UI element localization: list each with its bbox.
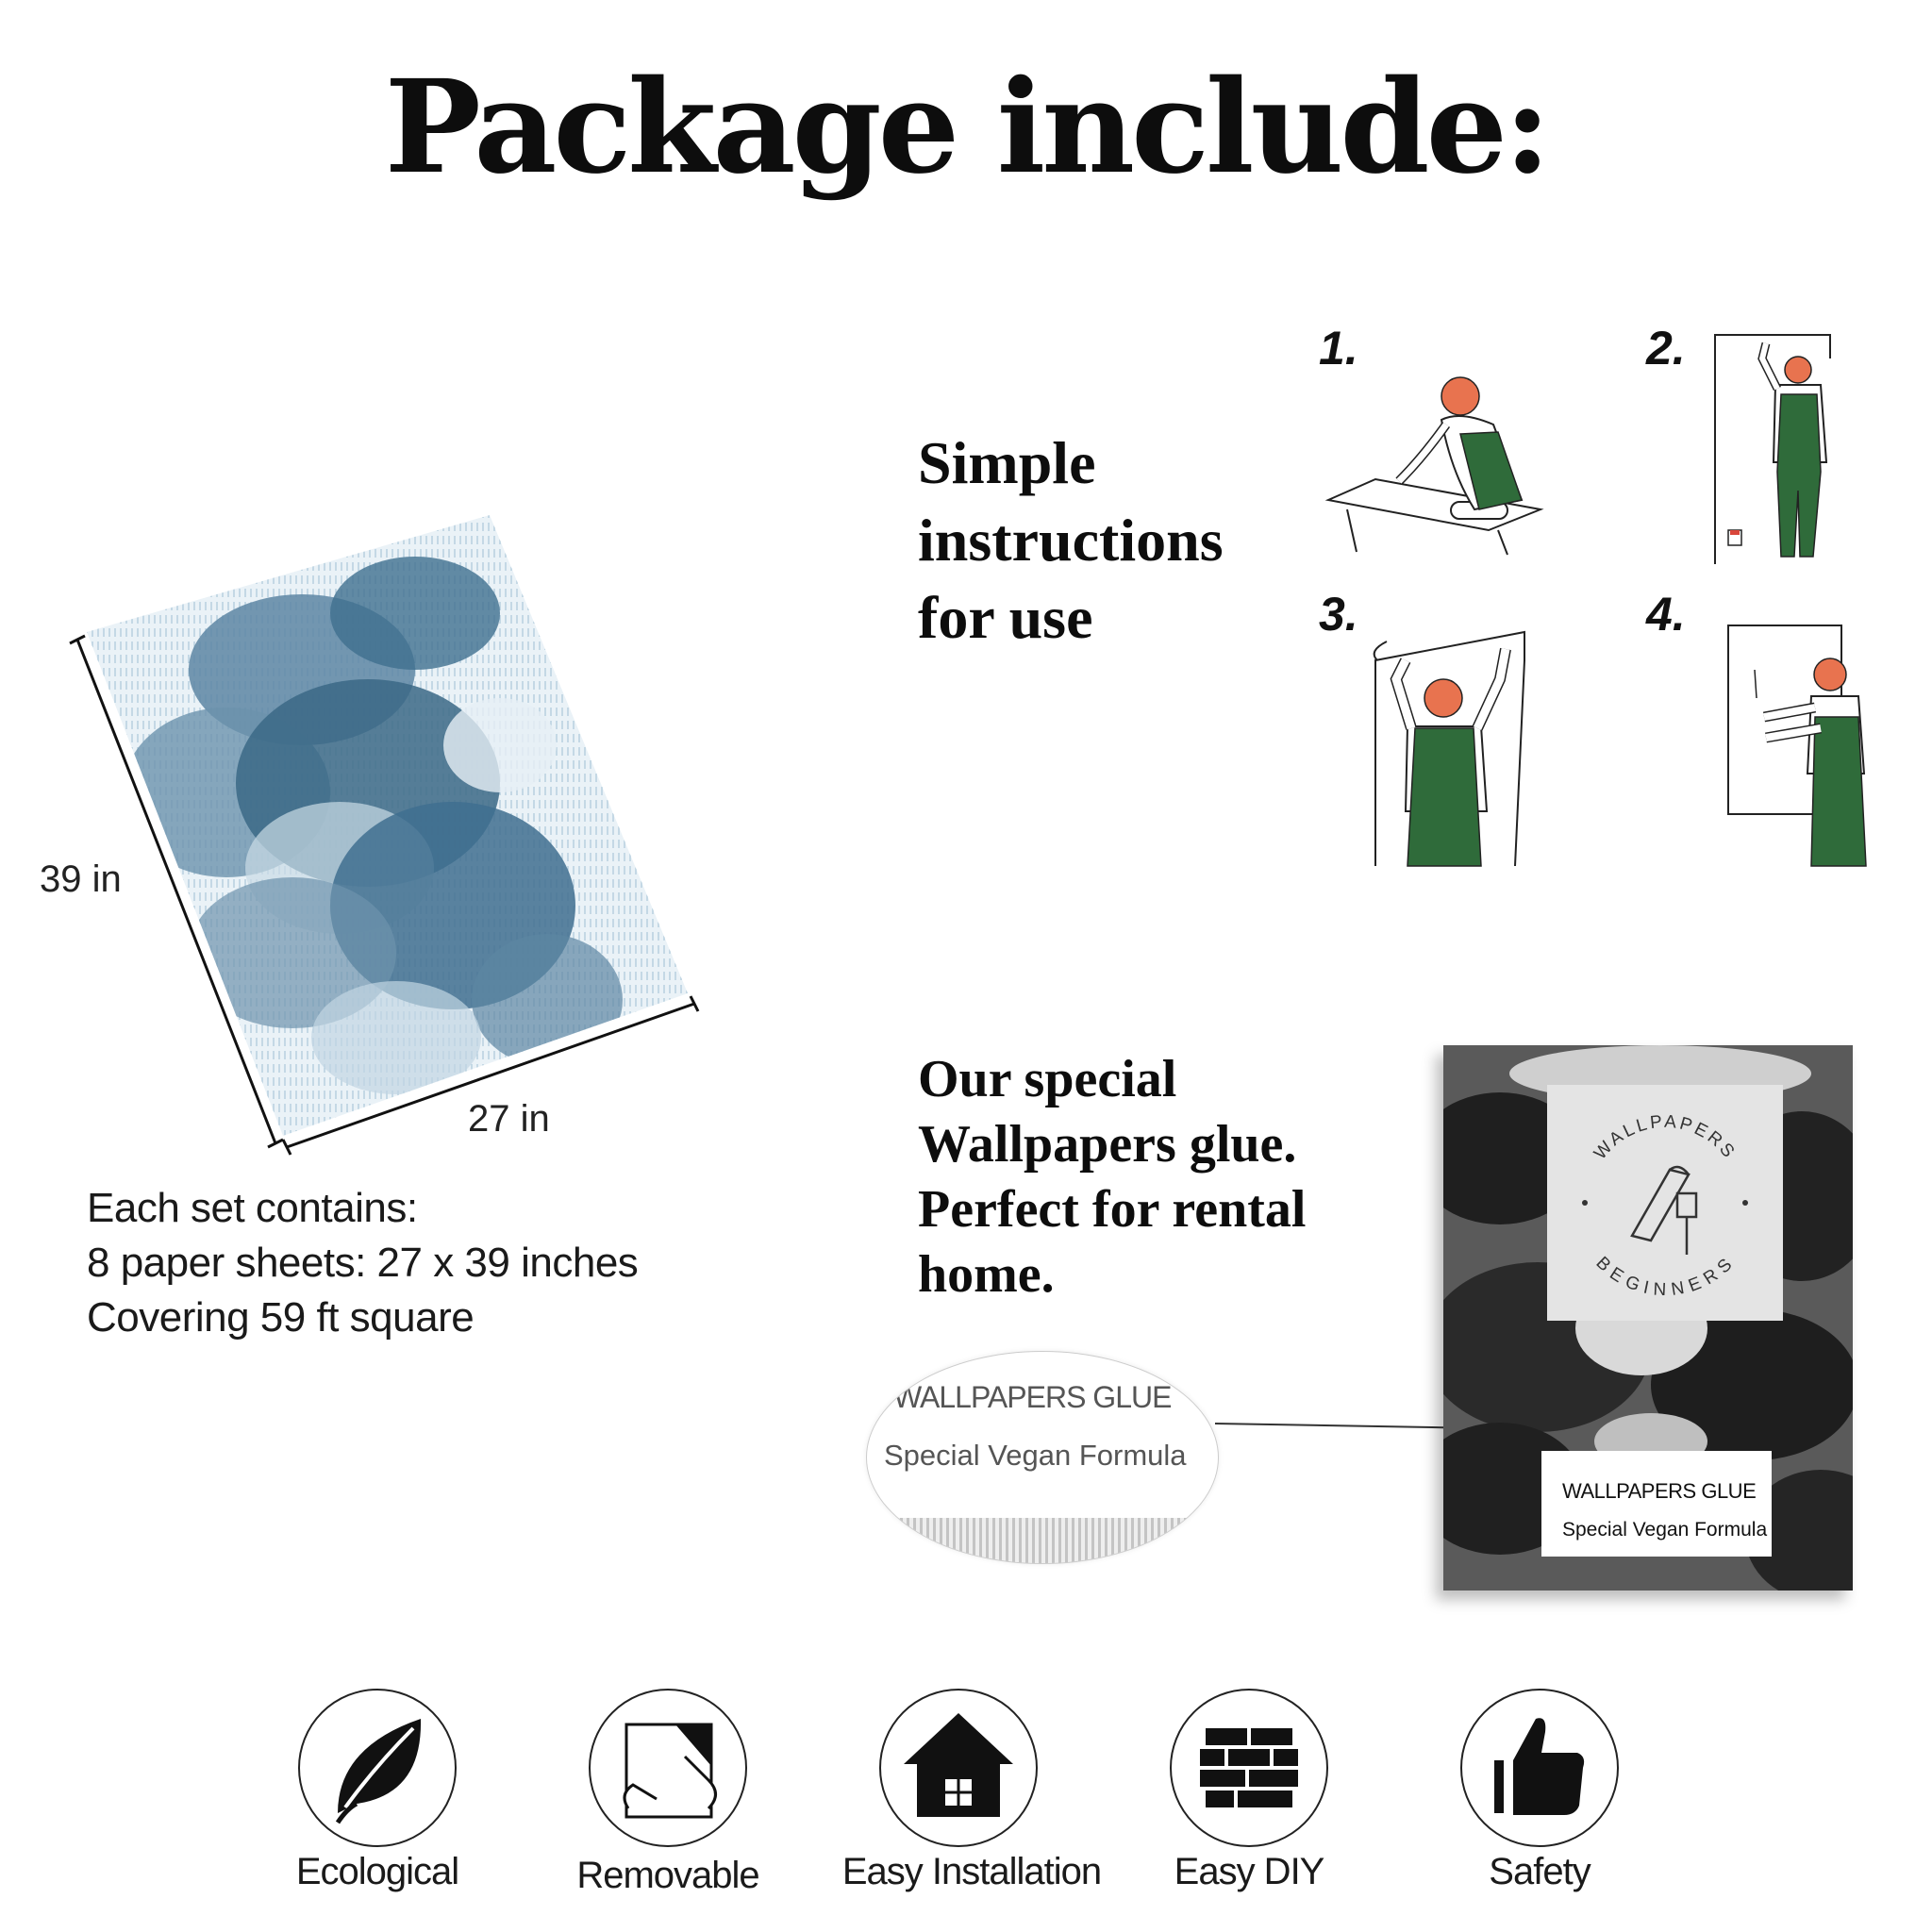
height-label: 39 in bbox=[40, 858, 122, 900]
thumbs-up-icon bbox=[1494, 1718, 1585, 1815]
glue-box-label: WALLPAPERS GLUE Special Vegan Formula bbox=[1541, 1451, 1772, 1557]
ecological-badge bbox=[298, 1689, 457, 1847]
glue-description: Our special Wallpapers glue. Perfect for… bbox=[918, 1047, 1408, 1307]
peel-hand-icon bbox=[623, 1723, 717, 1819]
feature-label-easy-installation: Easy Installation bbox=[841, 1851, 1102, 1892]
magnifier-pattern bbox=[867, 1518, 1218, 1563]
easy-installation-badge bbox=[879, 1689, 1038, 1847]
glue-box-label-title: WALLPAPERS GLUE bbox=[1562, 1479, 1757, 1503]
step-number-4: 4. bbox=[1646, 588, 1686, 641]
feature-label-ecological: Ecological bbox=[295, 1851, 459, 1892]
glue-line: Our special bbox=[918, 1050, 1177, 1108]
glue-box: WALLPAPERS BEGINNERS WALLPAPERS GLUE Spe… bbox=[1443, 1045, 1853, 1591]
magnifier-title: WALLPAPERS GLUE bbox=[893, 1380, 1172, 1414]
logo-text-top: WALLPAPERS bbox=[1591, 1112, 1737, 1164]
width-dimension-line bbox=[286, 1002, 695, 1149]
step-4-illustration bbox=[1727, 625, 1867, 867]
removable-badge bbox=[589, 1689, 747, 1847]
magnifier-subtitle: Special Vegan Formula bbox=[884, 1439, 1187, 1472]
width-label: 27 in bbox=[468, 1098, 550, 1140]
page-title: Package include: bbox=[384, 52, 1552, 203]
easy-diy-badge bbox=[1170, 1689, 1328, 1847]
step-1-illustration bbox=[1324, 376, 1544, 556]
set-info: Each set contains: 8 paper sheets: 27 x … bbox=[87, 1181, 639, 1345]
glue-line: Wallpapers glue. bbox=[918, 1115, 1297, 1174]
set-info-line: Each set contains: bbox=[87, 1185, 418, 1231]
instructions-line: for use bbox=[918, 584, 1093, 651]
set-info-line: Covering 59 ft square bbox=[87, 1294, 475, 1341]
safety-badge bbox=[1460, 1689, 1619, 1847]
brick-wall-icon bbox=[1200, 1728, 1298, 1807]
wallpaper-sheet-illustration bbox=[69, 515, 700, 1156]
glue-line: Perfect for rental bbox=[918, 1180, 1307, 1239]
instructions-heading: Simple instructions for use bbox=[918, 425, 1314, 657]
step-3-illustration bbox=[1373, 630, 1525, 867]
height-dimension-line bbox=[75, 639, 277, 1144]
svg-text:WALLPAPERS: WALLPAPERS bbox=[1591, 1112, 1740, 1164]
glue-label-magnifier: WALLPAPERS GLUE Special Vegan Formula bbox=[866, 1351, 1219, 1564]
set-info-line: 8 paper sheets: 27 x 39 inches bbox=[87, 1240, 639, 1286]
leaf-icon bbox=[335, 1719, 422, 1824]
step-number-2: 2. bbox=[1646, 322, 1686, 375]
glue-line: home. bbox=[918, 1245, 1055, 1304]
step-2-illustration bbox=[1714, 334, 1831, 564]
paint-roll-brush-icon bbox=[1630, 1165, 1698, 1255]
logo-text-bottom: BEGINNERS bbox=[1592, 1253, 1736, 1300]
instructions-line: instructions bbox=[918, 507, 1224, 574]
feature-label-removable: Removable bbox=[576, 1855, 759, 1896]
instructions-line: Simple bbox=[918, 429, 1096, 496]
cloud-pattern bbox=[123, 557, 623, 1094]
brand-logo: WALLPAPERS BEGINNERS bbox=[1582, 1112, 1748, 1300]
house-icon bbox=[904, 1713, 1013, 1817]
step-number-1: 1. bbox=[1319, 322, 1358, 375]
glue-box-label-subtitle: Special Vegan Formula bbox=[1562, 1519, 1768, 1541]
feature-label-easy-diy: Easy DIY bbox=[1174, 1851, 1325, 1892]
svg-text:BEGINNERS: BEGINNERS bbox=[1592, 1253, 1739, 1300]
feature-label-safety: Safety bbox=[1489, 1851, 1591, 1892]
step-number-3: 3. bbox=[1319, 588, 1358, 641]
